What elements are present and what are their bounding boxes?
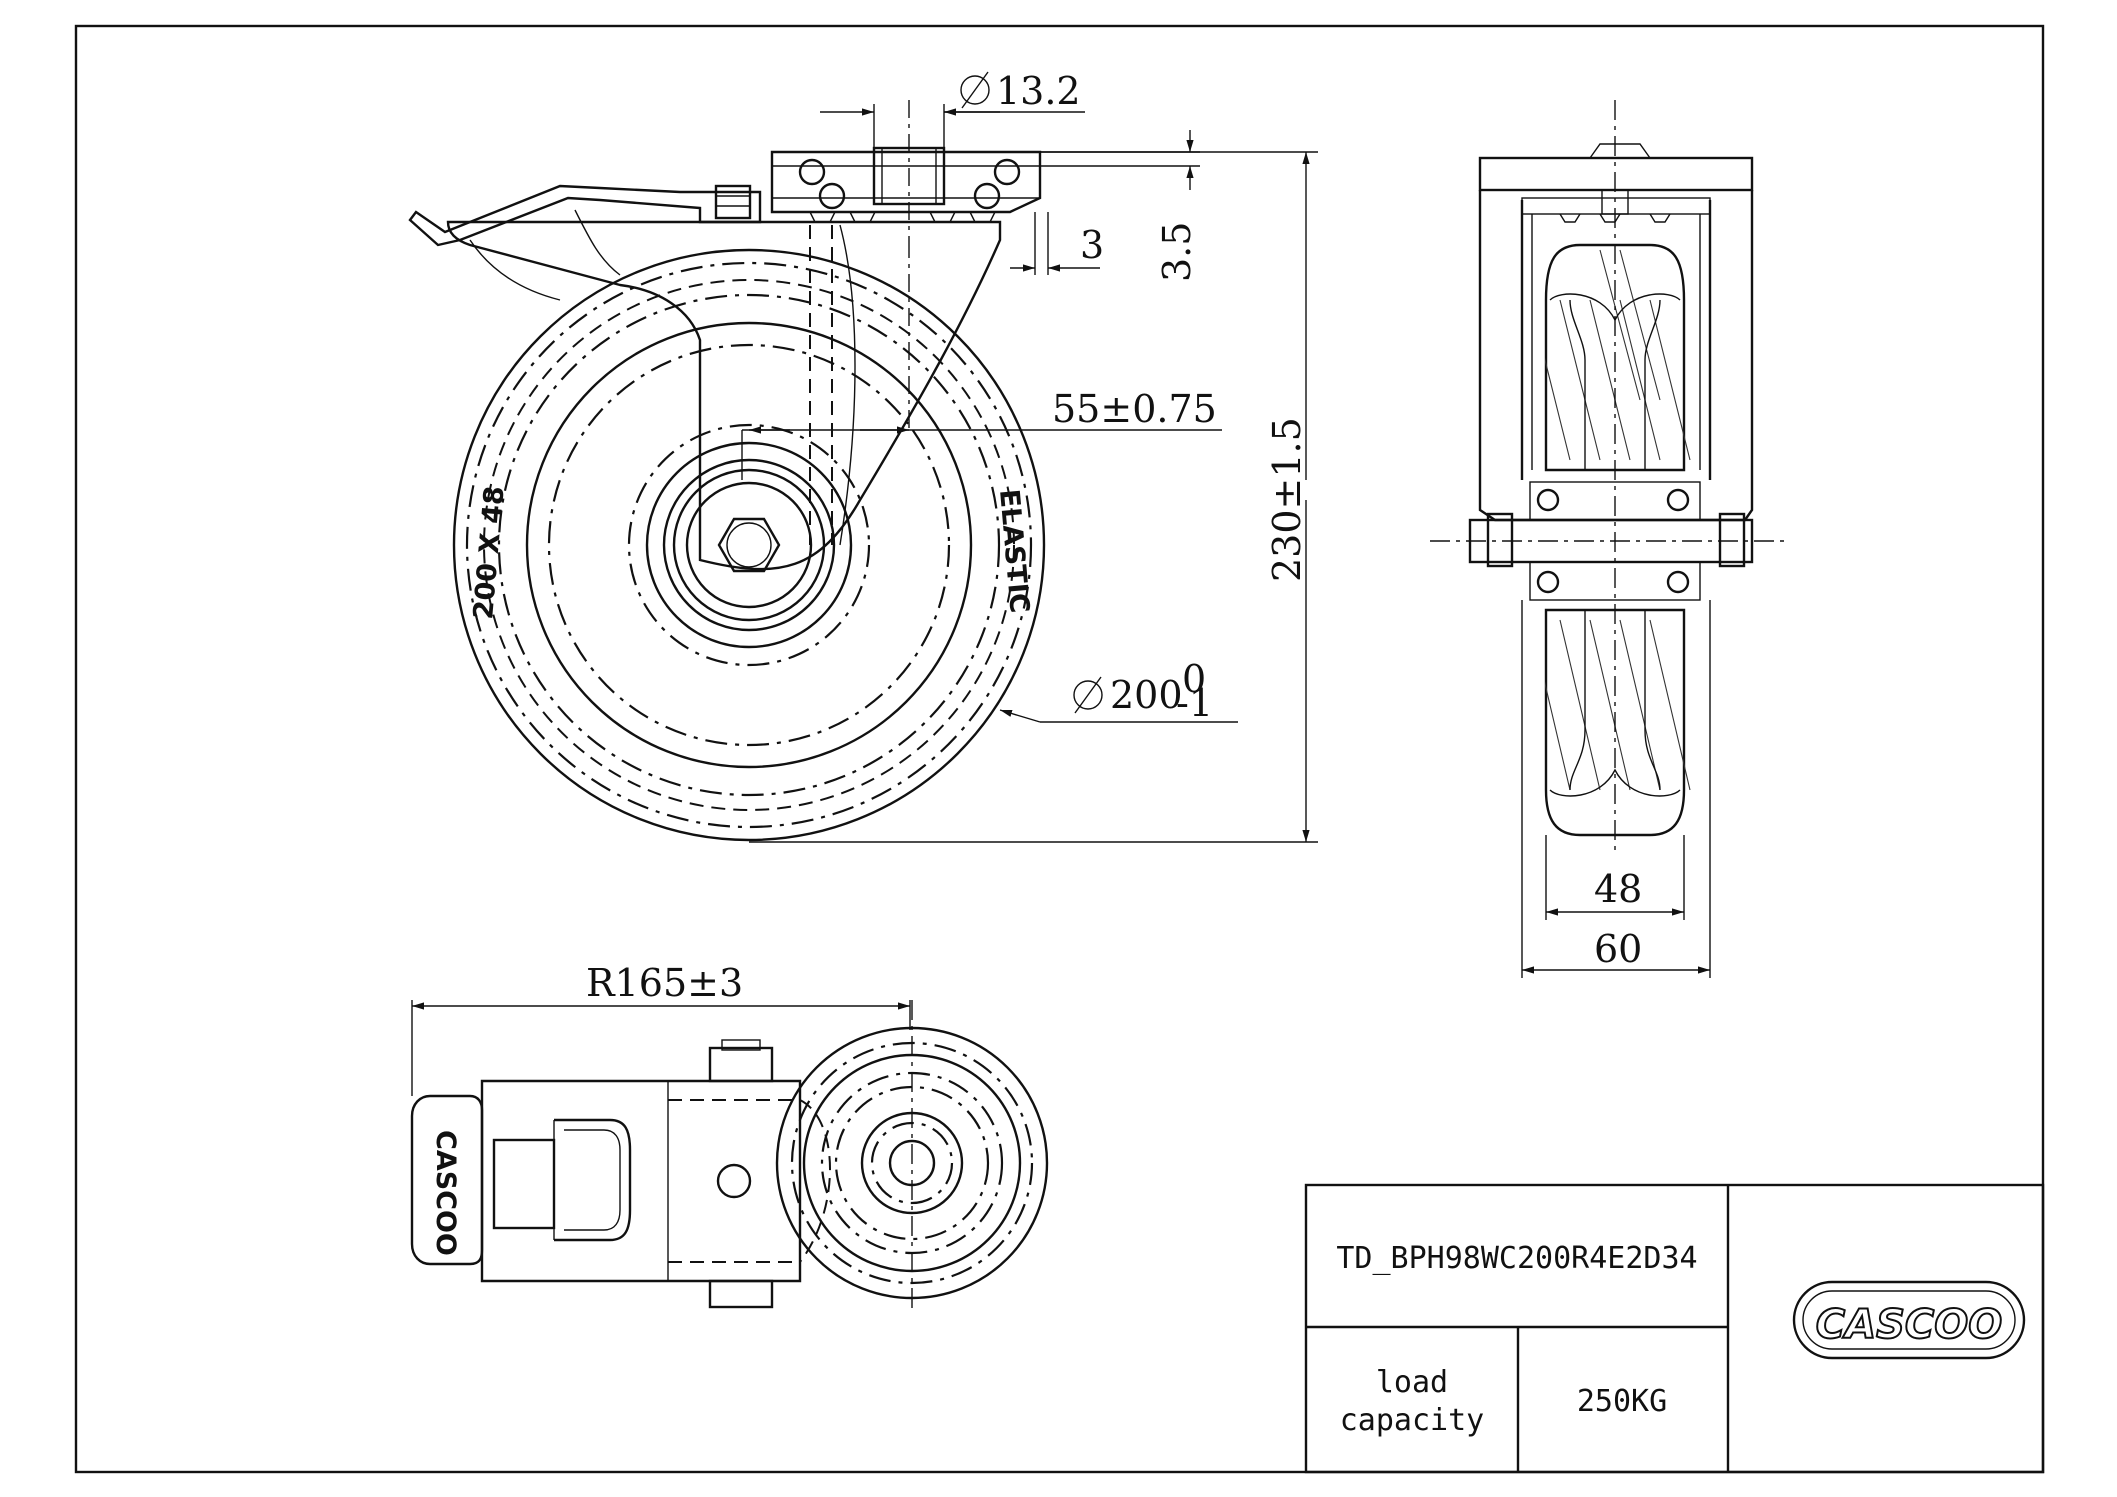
top-view: CASCOO <box>410 1000 1049 1310</box>
brake-pedal <box>410 1094 484 1266</box>
brake-lever <box>408 184 762 247</box>
part-number: TD_BPH98WC200R4E2D34 <box>1336 1241 1697 1276</box>
dim-bolt-hole: 13.2 <box>996 69 1081 113</box>
title-block: TD_BPH98WC200R4E2D34 load capacity 250KG… <box>1304 1183 2045 1474</box>
end-view <box>1430 100 1790 850</box>
drawing-border <box>74 24 2045 1474</box>
load-label-line1: load <box>1376 1365 1448 1400</box>
cascoo-logo: CASCOO <box>1792 1280 2026 1360</box>
dim-wheel-width: 60 <box>1594 927 1642 971</box>
top-view-dimensions: R165±3 <box>411 961 911 1096</box>
dim-swivel-radius: R165±3 <box>586 961 743 1005</box>
side-view-dimensions: 13.2 3.5 3 55±0.75 230±1.5 200 0 <box>741 69 1318 843</box>
dim-total-height: 230±1.5 <box>1265 417 1309 582</box>
hub-circle <box>627 423 871 667</box>
fork <box>446 220 1002 571</box>
dim-plate-height: 3.5 <box>1155 222 1199 282</box>
load-value: 250KG <box>1577 1384 1667 1419</box>
dim-wheel-tol-lower: -1 <box>1176 681 1213 725</box>
side-view: 200 X 48 ELASTIC <box>408 100 1046 842</box>
brake-logo: CASCOO <box>430 1130 461 1256</box>
dim-offset: 55±0.75 <box>1052 387 1217 431</box>
tire-hatch-bottom <box>1545 619 1691 791</box>
axle-nut <box>717 517 781 573</box>
dim-tread-width: 48 <box>1594 867 1642 911</box>
svg-text:CASCOO: CASCOO <box>1816 1302 2002 1348</box>
dim-wheel-dia: 200 <box>1110 673 1183 717</box>
dim-wheel-tol-upper: 0 <box>1182 657 1206 701</box>
tire-outer-circle <box>452 248 1046 842</box>
end-view-dimensions: 48 60 <box>1521 600 1711 978</box>
tire-hatch-top <box>1545 249 1691 461</box>
dim-plate-thickness: 3 <box>1080 223 1104 267</box>
load-label-line2: capacity <box>1340 1403 1485 1438</box>
top-plate <box>770 150 1042 214</box>
